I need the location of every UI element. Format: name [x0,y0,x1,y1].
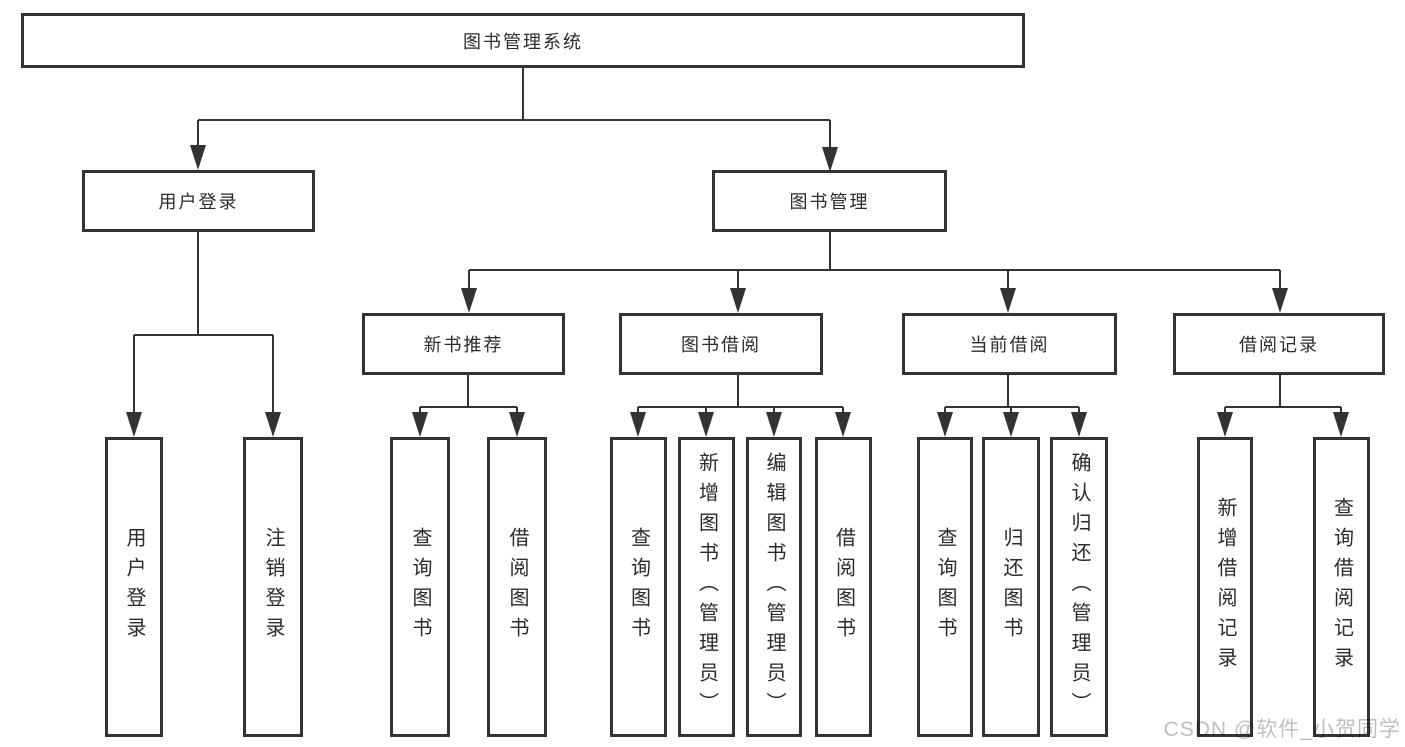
leaf-query-books-current: 查询图书 [917,437,973,737]
node-label: 当前借阅 [969,335,1050,355]
arrowhead [126,412,142,437]
node-label: 新增图书（管理员） [695,452,718,722]
node-user-login: 用户登录 [82,170,315,232]
node-new-book-recommendation: 新书推荐 [362,313,565,375]
node-label: 用户登录 [158,192,239,212]
arrowhead [630,412,646,437]
arrowhead [1217,412,1233,437]
arrowhead [1003,412,1019,437]
arrowhead [698,412,714,437]
node-label: 新书推荐 [423,335,504,355]
leaf-user-login: 用户登录 [105,437,163,737]
arrowhead [1000,288,1016,313]
arrowhead [1071,412,1087,437]
node-label: 查询图书 [934,527,956,647]
leaf-query-borrowing-record: 查询借阅记录 [1313,437,1370,737]
node-label: 借阅图书 [832,527,855,647]
arrowhead [766,412,782,437]
node-book-borrowing: 图书借阅 [619,313,823,375]
node-borrowing-records: 借阅记录 [1173,313,1385,375]
arrowhead [190,145,206,170]
leaf-query-books-borrowing: 查询图书 [610,437,667,737]
arrowhead [730,288,746,313]
leaf-borrow-books-newbook: 借阅图书 [487,437,547,737]
leaf-borrow-books-borrowing: 借阅图书 [815,437,872,737]
arrowhead [835,412,851,437]
node-book-management: 图书管理 [712,170,947,232]
arrowheads [126,145,1349,437]
node-label: 查询图书 [627,527,650,647]
leaf-edit-books-admin: 编辑图书（管理员） [746,437,802,737]
arrowhead [412,412,428,437]
leaf-logout: 注销登录 [243,437,303,737]
node-label: 注销登录 [262,527,284,647]
node-label: 确认归还（管理员） [1068,452,1090,722]
leaf-query-books-newbook: 查询图书 [390,437,450,737]
node-label: 图书管理系统 [463,31,583,52]
csdn-watermark: CSDN @软件_小贺同学 [1163,718,1401,741]
node-label: 新增借阅记录 [1214,497,1236,677]
node-label: 查询图书 [409,527,431,647]
node-label: 用户登录 [123,527,145,647]
arrowhead [509,412,525,437]
arrowhead [1272,288,1288,313]
node-label: 查询借阅记录 [1330,497,1353,677]
arrowhead [265,412,281,437]
leaf-confirm-return-admin: 确认归还（管理员） [1050,437,1108,737]
arrowhead [461,288,477,313]
node-label: 图书借阅 [681,335,761,355]
arrowhead [822,147,838,172]
leaf-return-books: 归还图书 [982,437,1040,737]
node-label: 归还图书 [1000,527,1022,647]
node-label: 借阅图书 [506,527,528,647]
arrowhead [1333,412,1349,437]
node-label: 图书管理 [789,192,870,212]
node-current-borrowing: 当前借阅 [902,313,1117,375]
arrowhead [937,412,953,437]
node-label: 借阅记录 [1239,335,1319,355]
node-label: 编辑图书（管理员） [763,452,785,722]
leaf-add-books-admin: 新增图书（管理员） [678,437,735,737]
leaf-add-borrowing-record: 新增借阅记录 [1197,437,1253,737]
node-library-management-system: 图书管理系统 [21,13,1025,68]
